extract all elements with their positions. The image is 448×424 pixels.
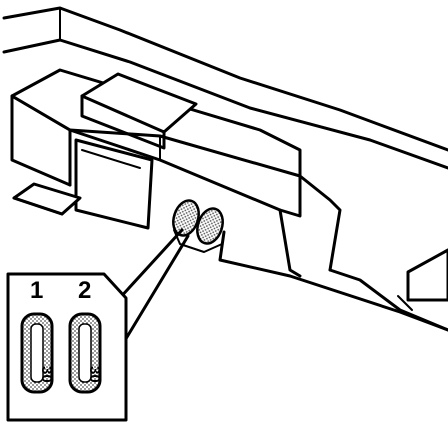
fuse-2-number: 2 bbox=[78, 277, 91, 304]
housing-top-panel bbox=[2, 6, 448, 170]
right-housing bbox=[218, 208, 448, 332]
fuse-1-number: 1 bbox=[30, 277, 43, 304]
fuse-1-window bbox=[30, 323, 44, 383]
installed-fuse-1 bbox=[172, 199, 200, 237]
fuse-1-rating: 30 bbox=[38, 366, 55, 383]
connector-block bbox=[74, 72, 198, 230]
installed-fuses bbox=[172, 199, 224, 253]
mounting-bracket bbox=[12, 182, 82, 216]
callout-leader-lines bbox=[116, 228, 190, 344]
fuse-callout-box: 1 30 2 30 bbox=[6, 272, 128, 422]
installed-fuse-2 bbox=[196, 207, 224, 245]
fuse-2-rating: 30 bbox=[86, 366, 103, 383]
fuse-2-window bbox=[78, 323, 92, 383]
